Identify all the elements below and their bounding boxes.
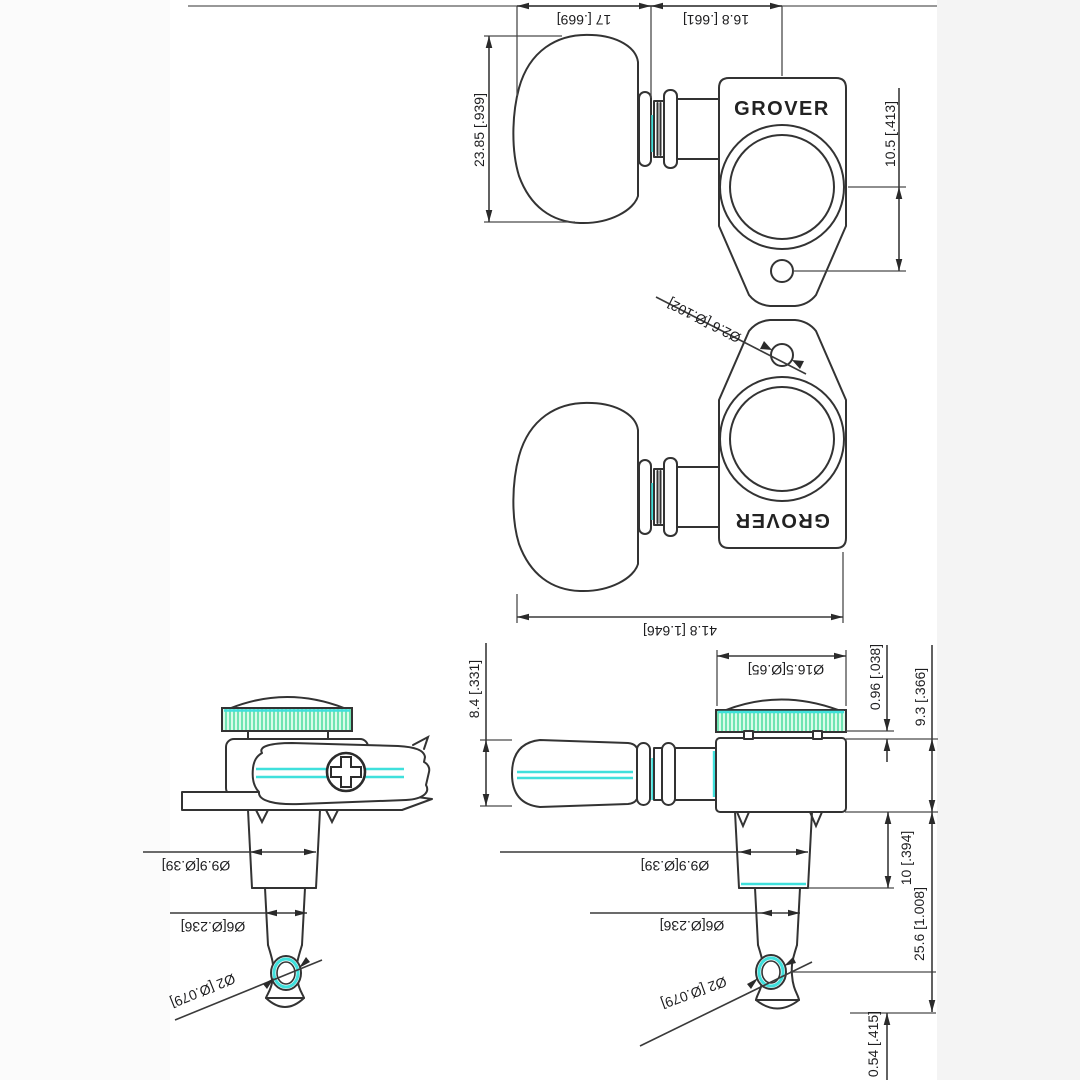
- dim-post-dia-label: Ø9.9[Ø.39]: [162, 858, 230, 874]
- knurled-button: [221, 707, 353, 732]
- dim-screw-hole-dia-label: Ø2.6 [Ø.102]: [665, 296, 744, 347]
- view-side-top: GROVER 17 [.669] 16.8 [.661] 23.85 [.939…: [471, 2, 906, 307]
- button-foot: [812, 730, 823, 740]
- string-hole-teal-ring: [757, 956, 785, 988]
- page-right-margin: [937, 0, 1080, 1080]
- dims-side-top: 17 [.669] 16.8 [.661] 23.85 [.939] 10.5 …: [471, 2, 906, 271]
- dim-shaft-dia-label: Ø6[Ø.236]: [660, 918, 725, 934]
- view-side-rotated: GROVER Ø2.6 [Ø.102] 41.8 [1.646]: [512, 296, 847, 639]
- dim-post-length-label: 25.6 [1.008]: [911, 887, 927, 961]
- gear-cover-inner-circle: [729, 386, 835, 492]
- phillips-cross-icon: [330, 756, 362, 788]
- plate-tab: [736, 811, 750, 829]
- tuner-knob-and-shaft: [512, 33, 721, 225]
- button-foot: [743, 730, 754, 740]
- dim-gear-to-screw-label: 10.5 [.413]: [882, 101, 898, 167]
- string-hole-teal-ring: [272, 957, 300, 989]
- dim-post-exposed-label: 10 [.394]: [898, 831, 914, 886]
- shaft-collar: [636, 742, 651, 806]
- string-post: [247, 809, 321, 1008]
- dim-knob-height-label: 23.85 [.939]: [471, 93, 487, 167]
- string-post: [734, 811, 813, 1010]
- dim-overall-length-label: 41.8 [1.646]: [643, 623, 717, 639]
- grover-logo: GROVER: [734, 98, 830, 120]
- shaft-ribs: [653, 747, 663, 801]
- dim-shaft-dia-label: Ø6[Ø.236]: [181, 919, 246, 935]
- shaft: [674, 747, 718, 801]
- lever-nub: [412, 734, 430, 750]
- dim-button-gap-label: 0.96 [.038]: [867, 644, 883, 710]
- dim-string-hole-dia-label: Ø2 [Ø.079]: [659, 974, 729, 1012]
- string-hole-inner: [276, 961, 296, 985]
- dim-button-dia-label: Ø16.5[Ø.65]: [748, 662, 824, 678]
- gear-cover-inner-circle: [729, 134, 835, 240]
- knob-profile: [511, 739, 639, 808]
- page-left-margin: [0, 0, 170, 1080]
- string-hole-inner: [761, 960, 781, 984]
- dim-housing-width-label: 16.8 [.661]: [683, 12, 749, 28]
- view-side-profile: 8.4 [.331] Ø16.5[Ø.65] 0.96 [.038] 9.3 […: [466, 643, 938, 1080]
- tuner-knob-and-shaft-rotated: [512, 401, 721, 593]
- plate-tab: [255, 809, 269, 825]
- dim-string-hole-dia-label: Ø2 [Ø.079]: [168, 971, 237, 1011]
- button-dome: [725, 698, 839, 711]
- dim-knob-thickness-label: 8.4 [.331]: [466, 660, 482, 718]
- knurled-button: [715, 709, 847, 733]
- mount-screw-hole: [770, 259, 794, 283]
- dims-side-profile: 8.4 [.331] Ø16.5[Ø.65] 0.96 [.038] 9.3 […: [466, 643, 938, 1080]
- mount-screw-hole: [770, 343, 794, 367]
- button-dome: [230, 696, 345, 709]
- shaft-collar: [661, 742, 676, 806]
- housing-block: [715, 737, 847, 813]
- dim-post-dia-label: Ø9.9[Ø.39]: [641, 858, 709, 874]
- dim-housing-height-label: 9.3 [.366]: [912, 668, 928, 726]
- view-front: Ø9.9[Ø.39] Ø6[Ø.236] Ø2 [Ø.079]: [143, 696, 433, 1021]
- plate-tab: [325, 809, 339, 825]
- dim-knob-width-label: 17 [.669]: [557, 12, 612, 28]
- dim-tip-label: 0.54 [.415]: [865, 1011, 881, 1077]
- grover-logo-rotated: GROVER: [734, 509, 830, 531]
